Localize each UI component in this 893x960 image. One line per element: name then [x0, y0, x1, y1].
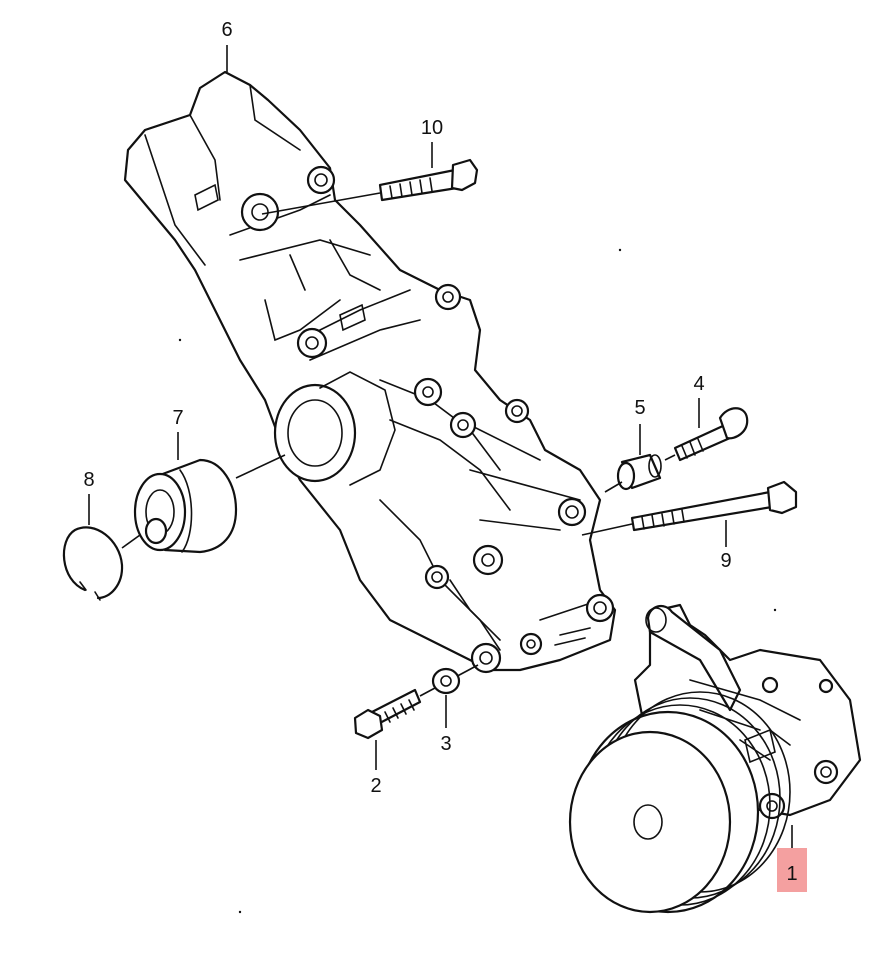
spacer-5	[604, 453, 662, 493]
callout-4[interactable]: 4	[693, 373, 704, 395]
bolt-4	[664, 407, 749, 462]
bolt-10	[261, 158, 479, 215]
callout-6[interactable]: 6	[221, 19, 232, 41]
callout-2[interactable]: 2	[370, 775, 381, 797]
callout-1[interactable]: 1	[786, 863, 797, 885]
callout-1-highlight	[777, 848, 807, 892]
callout-3[interactable]: 3	[440, 733, 451, 755]
callout-8[interactable]: 8	[83, 469, 94, 491]
bracket-part	[123, 70, 617, 674]
callout-5[interactable]: 5	[634, 397, 645, 419]
callout-7[interactable]: 7	[172, 407, 183, 429]
bolt-9	[581, 480, 798, 536]
callout-9[interactable]: 9	[720, 550, 731, 572]
pump-1	[568, 603, 862, 914]
circlip-8	[62, 526, 141, 601]
roller-7	[133, 454, 286, 554]
callout-10[interactable]: 10	[421, 117, 443, 139]
bolt-2	[353, 664, 479, 740]
washer-3	[431, 667, 461, 695]
